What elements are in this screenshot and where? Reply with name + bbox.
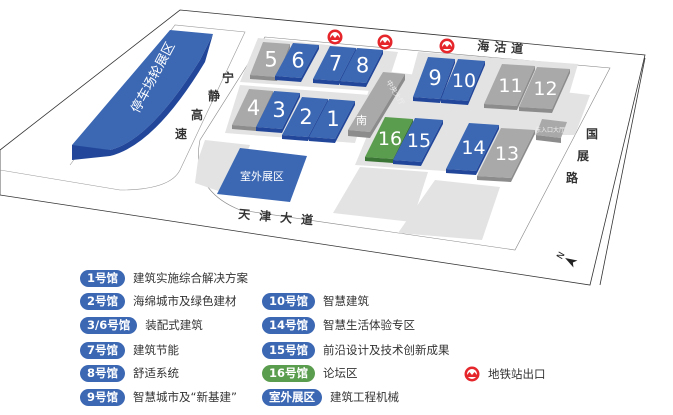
legend-tag: 9号馆 [80, 388, 126, 406]
legend-item: 2号馆海绵城市及绿色建材 [80, 292, 237, 310]
legend-item: 14号馆智慧生活体验专区 [262, 316, 415, 334]
legend-desc: 建筑实施综合解决方案 [133, 271, 249, 285]
legend-tag: 8号馆 [80, 364, 126, 382]
svg-text:N: N [556, 251, 568, 262]
east-entrance-hall: 东入口大厅 [535, 119, 567, 143]
hall-label: 12 [533, 78, 557, 100]
legend-tag: 7号馆 [80, 341, 126, 359]
hall-label: 3 [272, 98, 285, 122]
svg-text:速: 速 [175, 126, 187, 141]
svg-text:南: 南 [356, 114, 367, 127]
legend-item: 8号馆舒适系统 [80, 364, 179, 382]
hall-label: 9 [428, 66, 441, 90]
metro-exit-icon [327, 29, 343, 45]
legend-desc: 前沿设计及技术创新成果 [323, 343, 450, 357]
legend-desc: 智慧生活体验专区 [323, 318, 416, 332]
parking-boundary [0, 24, 246, 191]
svg-text:东入口大厅: 东入口大厅 [535, 126, 565, 134]
hall-15[interactable]: 15 [393, 118, 443, 166]
hall-label: 6 [291, 49, 304, 73]
hall-label: 1 [326, 107, 339, 131]
hall-8[interactable]: 8 [340, 48, 383, 87]
svg-text:静: 静 [208, 88, 220, 103]
hall-label: 10 [452, 70, 476, 92]
hall-6[interactable]: 6 [275, 43, 319, 82]
legend-desc: 智慧城市及“新基建” [133, 390, 237, 404]
legend-desc: 建筑工程机械 [330, 390, 399, 404]
legend-metro: 地铁站出口 [464, 365, 546, 383]
metro-exit-icon [464, 366, 480, 382]
hall-9[interactable]: 9 [413, 57, 455, 103]
svg-text:高: 高 [191, 107, 203, 122]
legend-tag: 2号馆 [80, 292, 126, 310]
hall-10[interactable]: 10 [441, 59, 485, 105]
hall-label: 15 [407, 130, 431, 152]
legend-item: 3/6号馆装配式建筑 [80, 316, 203, 334]
svg-text:国: 国 [586, 127, 598, 141]
legend-item: 10号馆智慧建筑 [262, 292, 369, 310]
hall-1[interactable]: 1 [309, 99, 355, 143]
svg-text:路: 路 [566, 170, 579, 185]
hall-label: 4 [247, 96, 260, 120]
hall-label: 11 [498, 75, 522, 97]
svg-text:宁: 宁 [222, 70, 234, 85]
legend-item: 7号馆建筑节能 [80, 341, 179, 359]
north-arrow-icon: N [556, 251, 578, 268]
legend-tag: 16号馆 [262, 364, 316, 382]
road-south: 天津大道 [238, 206, 323, 228]
legend-tag: 3/6号馆 [80, 316, 138, 334]
hall-14[interactable]: 14 [446, 123, 499, 175]
hall-label: 2 [299, 105, 312, 129]
legend-desc: 建筑节能 [133, 343, 180, 357]
legend-item: 1号馆建筑实施综合解决方案 [80, 269, 248, 287]
hall-label: 8 [356, 54, 369, 78]
hall-label: 7 [329, 52, 342, 76]
legend-tag: 14号馆 [262, 316, 316, 334]
outdoor-area [217, 148, 307, 202]
legend-tag: 10号馆 [262, 292, 316, 310]
road-north: 海沽道 [477, 38, 529, 57]
legend-item: 16号馆论坛区 [262, 364, 358, 382]
legend-tag: 室外展区 [262, 388, 322, 406]
hall-3[interactable]: 3 [256, 91, 300, 133]
legend-tag: 1号馆 [80, 269, 126, 287]
hall-11[interactable]: 11 [484, 64, 535, 110]
legend-desc: 装配式建筑 [145, 318, 203, 332]
legend-item: 15号馆前沿设计及技术创新成果 [262, 341, 450, 359]
metro-exit-icon [377, 34, 393, 50]
parking-area [72, 30, 213, 160]
legend-desc: 海绵城市及绿色建材 [133, 294, 237, 308]
metro-exit-icon [439, 38, 455, 54]
hall-13[interactable]: 13 [477, 128, 535, 182]
hall-label: 14 [461, 137, 485, 159]
legend-item: 室外展区建筑工程机械 [262, 388, 399, 406]
hall-label: 16 [378, 128, 402, 150]
hall-label: 13 [495, 143, 519, 165]
road-east: 国展路 [566, 127, 598, 185]
outdoor-area-label: 室外展区 [240, 169, 284, 183]
hall-label: 5 [264, 48, 277, 72]
hall-12[interactable]: 12 [519, 67, 570, 113]
svg-text:展: 展 [577, 149, 589, 163]
legend-item: 9号馆智慧城市及“新基建” [80, 388, 237, 406]
legend-desc: 论坛区 [323, 366, 358, 380]
legend-desc: 舒适系统 [133, 366, 180, 380]
legend-desc: 智慧建筑 [323, 294, 370, 308]
central-hall: 中央大厅 南 [348, 72, 407, 138]
legend-tag: 15号馆 [262, 341, 316, 359]
